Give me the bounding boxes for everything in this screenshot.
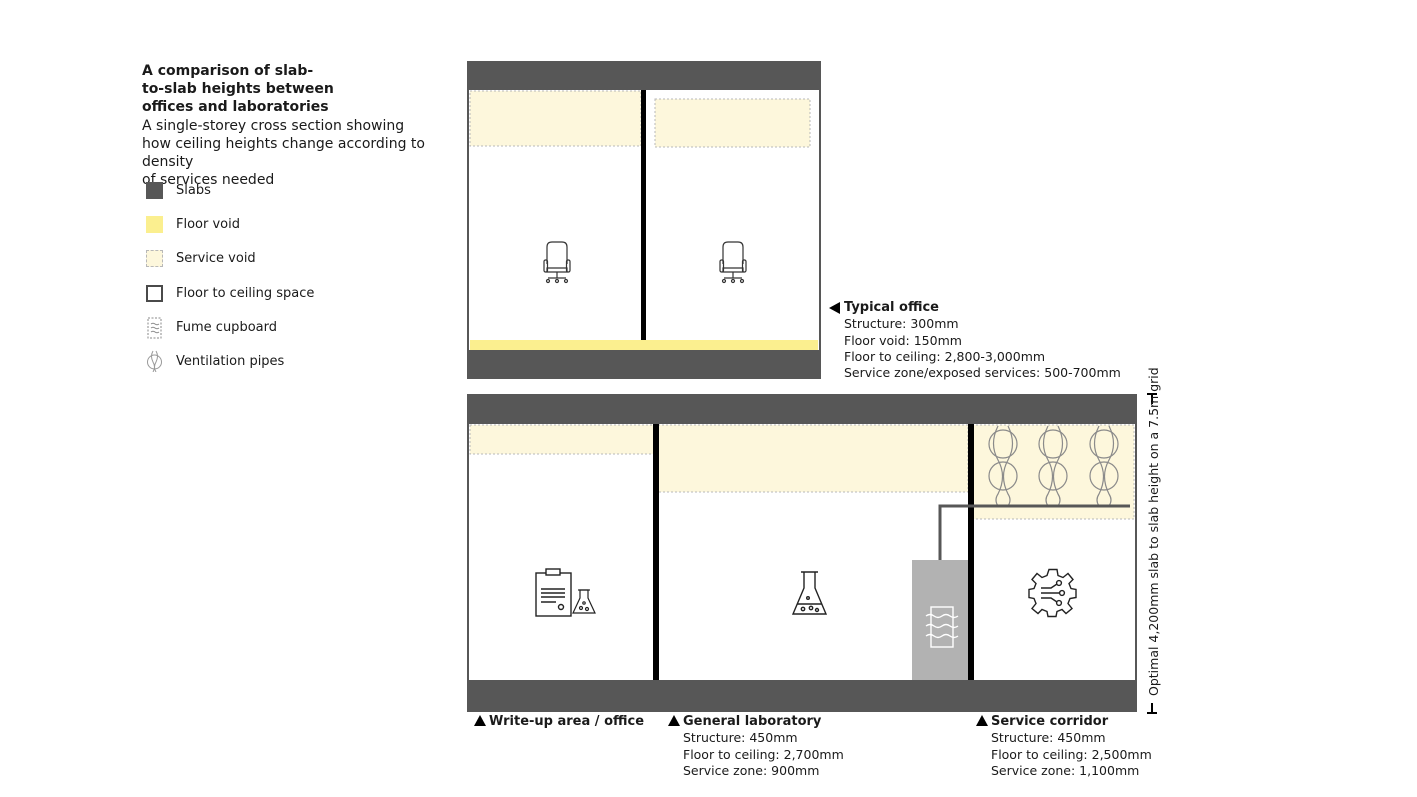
general-lab-detail: Service zone: 900mm <box>683 762 820 778</box>
up-arrow-icon <box>474 715 486 726</box>
office-heading: Typical office <box>844 300 939 315</box>
legend-label: Slabs <box>176 183 211 198</box>
office-detail: Floor void: 150mm <box>844 332 962 348</box>
corridor-partition-wall <box>968 424 974 680</box>
writeup-heading: Write-up area / office <box>489 714 645 729</box>
small-flask-icon <box>572 589 596 614</box>
ventilation-pipes-icon <box>147 350 162 372</box>
clipboard-icon <box>535 568 572 617</box>
service-corridor-detail: Floor to ceiling: 2,500mm <box>991 746 1152 762</box>
fume-cupboard <box>912 560 968 680</box>
office-annotation: Typical office Structure: 300mm Floor vo… <box>828 300 1121 381</box>
left-arrow-icon <box>829 302 840 314</box>
diagram-subtitle: A single-storey cross section showing ho… <box>142 117 472 189</box>
office-partition-wall <box>641 90 646 340</box>
office-detail: Structure: 300mm <box>844 316 959 332</box>
office-bottom-slab <box>468 350 820 378</box>
fume-cupboard-icon <box>147 317 162 339</box>
office-top-slab <box>468 62 820 90</box>
up-arrow-icon <box>668 715 680 726</box>
service-corridor-detail: Structure: 450mm <box>991 730 1106 746</box>
slab-swatch <box>146 182 163 199</box>
general-lab-detail: Floor to ceiling: 2,700mm <box>683 746 844 762</box>
writeup-service-void <box>469 424 655 455</box>
writeup-annotation: Write-up area / office <box>474 714 644 730</box>
fume-cupboard-icon <box>925 606 959 648</box>
lab-flask-icon <box>791 571 828 615</box>
service-void-swatch <box>146 250 163 267</box>
diagram-title: A comparison of slab- to-slab heights be… <box>142 62 342 116</box>
office-detail: Floor to ceiling: 2,800-3,000mm <box>844 348 1046 364</box>
service-corridor-annotation: Service corridor Structure: 450mm Floor … <box>976 714 1152 779</box>
subtitle-line-1: A single-storey cross section showing <box>142 118 405 134</box>
subtitle-line-2: how ceiling heights change according to … <box>142 136 425 170</box>
office-chair-icon <box>719 241 747 284</box>
legend-label: Floor void <box>176 217 240 232</box>
legend-label: Floor to ceiling space <box>176 286 315 301</box>
lab-section-diagram <box>467 394 1137 712</box>
floor-to-ceiling-swatch <box>146 285 163 302</box>
service-corridor-detail: Service zone: 1,100mm <box>991 762 1140 778</box>
lab-service-void <box>657 424 969 493</box>
dimension-label: Optimal 4,200mm slab to slab height on a… <box>1146 367 1161 696</box>
general-lab-annotation: General laboratory Structure: 450mm Floo… <box>668 714 844 779</box>
office-service-void-right <box>654 98 811 148</box>
office-detail: Service zone/exposed services: 500-700mm <box>844 365 1121 381</box>
office-floor-void <box>470 340 818 350</box>
gear-icon <box>1028 568 1077 618</box>
extract-duct <box>938 504 1130 560</box>
legend-label: Ventilation pipes <box>176 354 285 369</box>
general-lab-heading: General laboratory <box>683 714 822 729</box>
service-corridor-heading: Service corridor <box>991 714 1109 729</box>
floor-void-swatch <box>146 216 163 233</box>
title-line-3: offices and laboratories <box>142 99 329 115</box>
corridor-service-void <box>971 424 1135 520</box>
office-section-diagram <box>467 61 821 379</box>
lab-partition-wall <box>653 424 659 680</box>
office-service-void-left <box>469 90 642 147</box>
dimension-marker <box>1147 393 1157 714</box>
title-line-1: A comparison of slab- <box>142 63 314 79</box>
office-chair-icon <box>543 241 571 284</box>
ventilation-pipes-icon <box>988 425 1119 507</box>
general-lab-detail: Structure: 450mm <box>683 730 798 746</box>
up-arrow-icon <box>976 715 988 726</box>
lab-top-slab <box>468 394 1136 424</box>
legend-label: Service void <box>176 251 256 266</box>
lab-bottom-slab <box>468 680 1136 711</box>
legend-label: Fume cupboard <box>176 320 277 335</box>
subtitle-line-3: of services needed <box>142 172 275 188</box>
title-line-2: to-slab heights between <box>142 81 334 97</box>
